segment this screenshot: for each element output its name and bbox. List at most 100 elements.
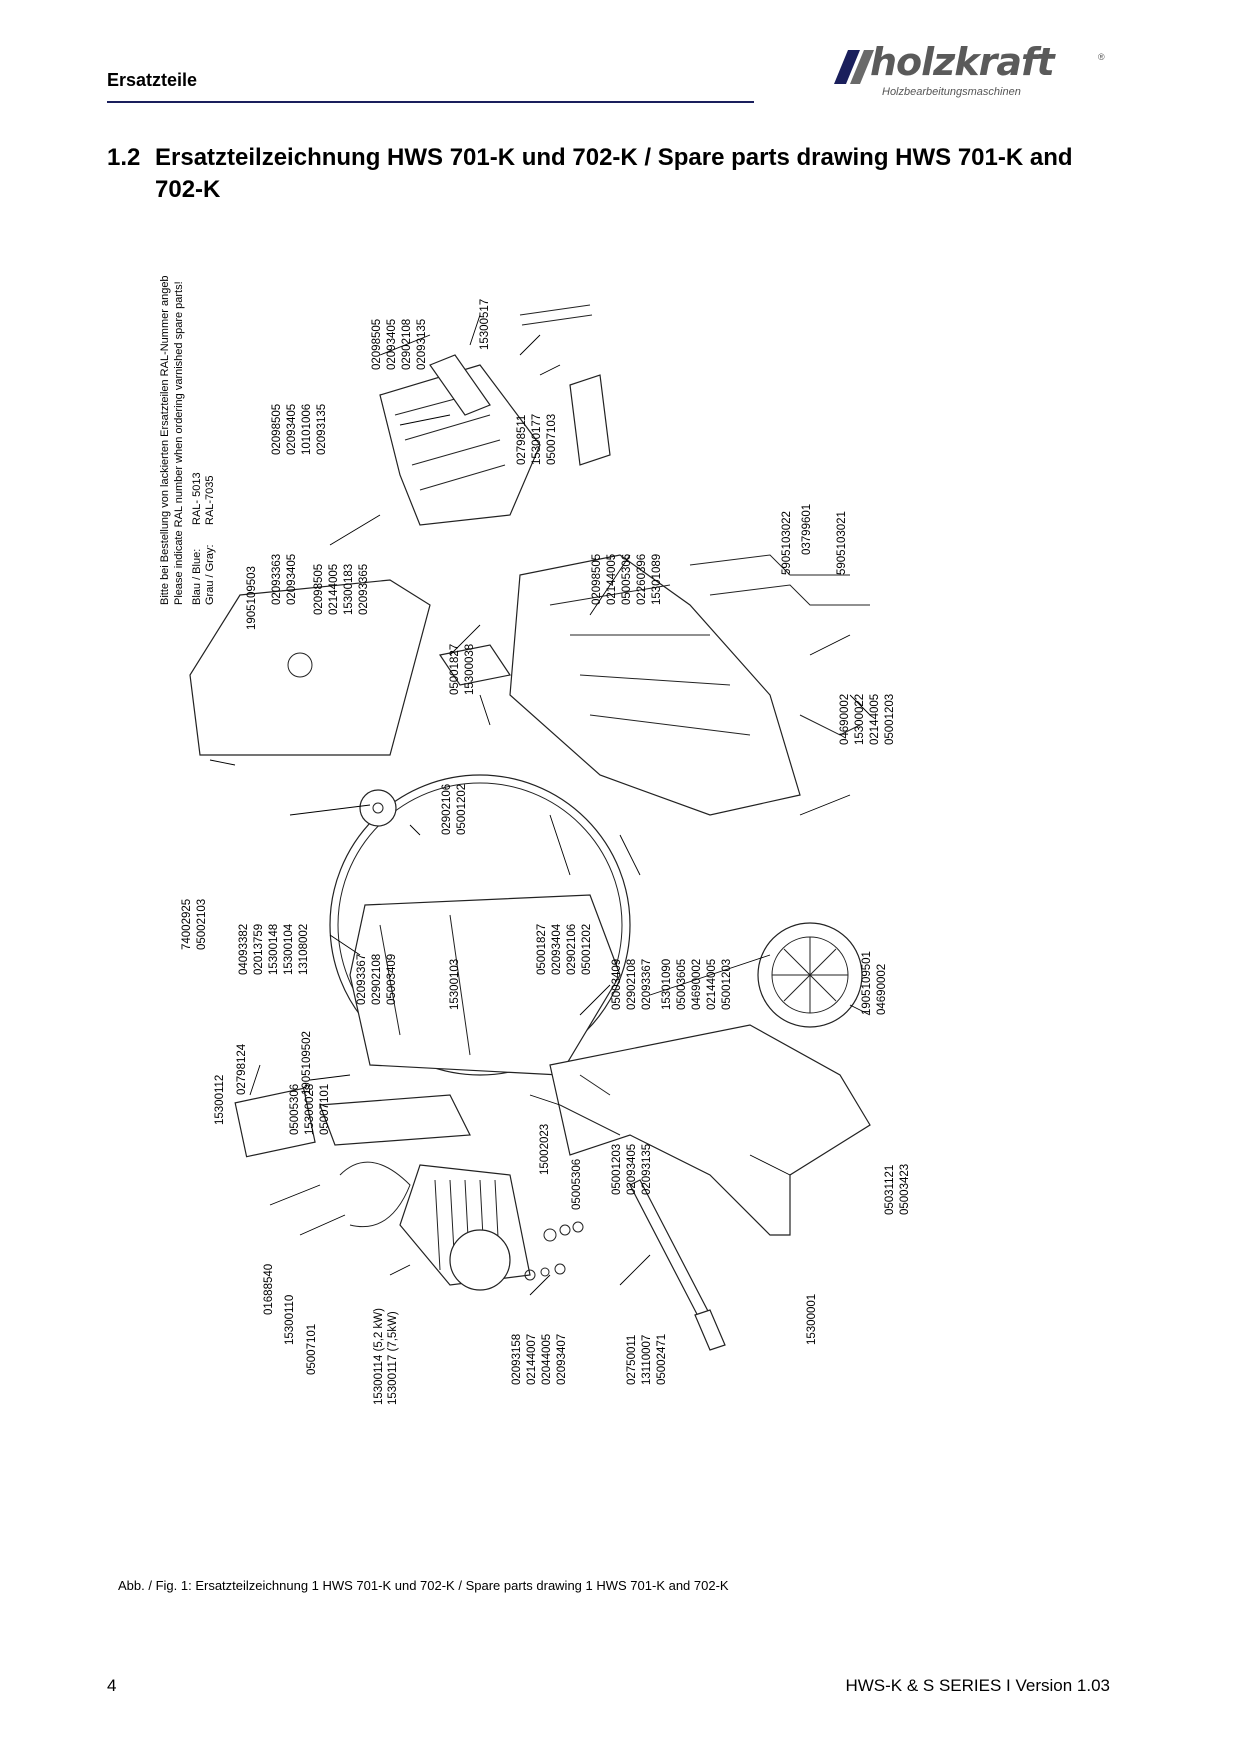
part-label: 15300117 (7,5kW) — [387, 1311, 399, 1405]
part-label: 15300112 — [214, 1075, 226, 1125]
note-gray: Grau / Gray: — [204, 544, 216, 605]
part-label: 15300114 (5,2 kW) — [373, 1308, 385, 1405]
page-number: 4 — [107, 1676, 117, 1695]
part-label: 02144005 — [328, 564, 340, 615]
part-label: 02044005 — [541, 1334, 553, 1385]
part-label: 05005306 — [571, 1159, 583, 1210]
part-label: 1905109501 — [861, 951, 873, 1015]
section-heading: 1.2 Ersatzteilzeichnung HWS 701-K und 702… — [107, 142, 1117, 206]
part-label: 03799601 — [801, 504, 813, 555]
part-label: 05001203 — [611, 1144, 623, 1195]
note-ral-en: Please indicate RAL number when ordering… — [173, 281, 185, 605]
part-label: 15300103 — [449, 959, 461, 1010]
part-label: 05001203 — [884, 694, 896, 745]
part-label: 04093382 — [238, 924, 250, 975]
header-section-title: Ersatzteile — [107, 70, 198, 90]
drawing-notes: Bitte bei Bestellung von lackierten Ersa… — [159, 275, 216, 605]
part-label: 02098505 — [591, 554, 603, 605]
part-label: 02093405 — [626, 1144, 638, 1195]
part-label: 15300104 — [283, 923, 295, 975]
part-label: 02013759 — [253, 924, 265, 975]
spare-parts-drawing: Bitte bei Bestellung von lackierten Ersa… — [159, 275, 911, 1405]
part-label: 05003409 — [611, 959, 623, 1010]
part-label: 05007101 — [319, 1084, 331, 1135]
drawing-parts — [189, 304, 871, 1351]
part-label: 02093407 — [556, 1334, 568, 1385]
part-label: 02093363 — [271, 554, 283, 605]
part-label: 10101006 — [301, 404, 313, 455]
part-label: 15300148 — [268, 924, 280, 975]
part-label: 02902108 — [401, 319, 413, 370]
logo-mark-icon — [834, 50, 874, 84]
part-label: 02260396 — [636, 554, 648, 605]
part-label: 02093404 — [551, 923, 563, 975]
part-label: 02902106 — [566, 924, 578, 975]
part-label: 05001827 — [449, 644, 461, 695]
part-label: 05005306 — [621, 554, 633, 605]
part-label: 02093135 — [316, 404, 328, 455]
part-label: 02093135 — [641, 1144, 653, 1195]
part-label: 02098505 — [371, 319, 383, 370]
footer-version: HWS-K & S SERIES I Version 1.03 — [845, 1676, 1110, 1695]
part-label: 02098505 — [271, 404, 283, 455]
part-label: 15300517 — [479, 299, 491, 350]
part-label: 02098505 — [313, 564, 325, 615]
logo-wordmark: holzkraft — [870, 40, 1055, 84]
part-label: 04690002 — [691, 959, 703, 1010]
part-label: 05007101 — [306, 1324, 318, 1375]
figure-caption: Abb. / Fig. 1: Ersatzteilzeichnung 1 HWS… — [118, 1578, 729, 1593]
part-label: 15300022 — [854, 694, 866, 745]
note-ral-5013: RAL- 5013 — [191, 472, 203, 525]
part-label: 15300028 — [304, 1084, 316, 1135]
part-label: 02144005 — [606, 554, 618, 605]
part-label: 05002471 — [656, 1334, 668, 1385]
part-label: 04690002 — [839, 694, 851, 745]
note-blue: Blau / Blue: — [191, 549, 203, 605]
part-label: 05003423 — [899, 1164, 911, 1215]
part-label: 02144005 — [869, 694, 881, 745]
section-title-line2: 702-K — [155, 176, 221, 203]
part-label: 13110007 — [641, 1335, 653, 1385]
note-ral-7035: RAL-7035 — [204, 475, 216, 525]
part-label: 13108002 — [298, 924, 310, 975]
part-label: 02144005 — [706, 959, 718, 1010]
part-label: 02144007 — [526, 1334, 538, 1385]
part-label: 02902106 — [441, 784, 453, 835]
part-label: 05001202 — [456, 784, 468, 835]
part-label: 02902108 — [371, 954, 383, 1005]
part-label: 01688540 — [263, 1264, 275, 1315]
part-label: 02093405 — [286, 404, 298, 455]
part-label: 1905109503 — [246, 566, 258, 630]
part-label: 05007103 — [546, 414, 558, 465]
part-label: 02093405 — [386, 319, 398, 370]
part-label: 15301089 — [651, 554, 663, 605]
part-label: 15300110 — [284, 1295, 296, 1345]
part-label: 05005306 — [289, 1084, 301, 1135]
part-label: 05003409 — [386, 954, 398, 1005]
logo-subtitle: Holzbearbeitungsmaschinen — [882, 86, 1021, 98]
part-label: 15300177 — [531, 414, 543, 465]
part-label: 02750011 — [626, 1335, 638, 1385]
part-label: 02798124 — [236, 1043, 248, 1095]
header-rule — [107, 101, 754, 103]
holzkraft-logo: holzkraft ® Holzbearbeitungsmaschinen — [830, 40, 1110, 104]
part-label: 15301090 — [661, 959, 673, 1010]
part-label: 02093365 — [358, 564, 370, 615]
part-label: 15300038 — [464, 644, 476, 695]
note-ral-de: Bitte bei Bestellung von lackierten Ersa… — [159, 275, 171, 605]
part-label: 02093367 — [641, 959, 653, 1010]
part-label: 02093367 — [356, 954, 368, 1005]
part-label: 5905103021 — [836, 511, 848, 575]
part-label: 02902108 — [626, 959, 638, 1010]
part-label: 05001202 — [581, 924, 593, 975]
logo-registered-mark: ® — [1098, 52, 1105, 62]
section-title-line1: Ersatzteilzeichnung HWS 701-K und 702-K … — [155, 144, 1073, 171]
part-label: 05031121 — [884, 1165, 896, 1215]
part-label: 02798511 — [516, 415, 528, 465]
part-label: 05001203 — [721, 959, 733, 1010]
section-number: 1.2 — [107, 144, 141, 171]
part-label: 02093158 — [511, 1334, 523, 1385]
part-label: 15300001 — [806, 1294, 818, 1345]
part-label: 15300183 — [343, 564, 355, 615]
part-label: 15002023 — [539, 1124, 551, 1175]
